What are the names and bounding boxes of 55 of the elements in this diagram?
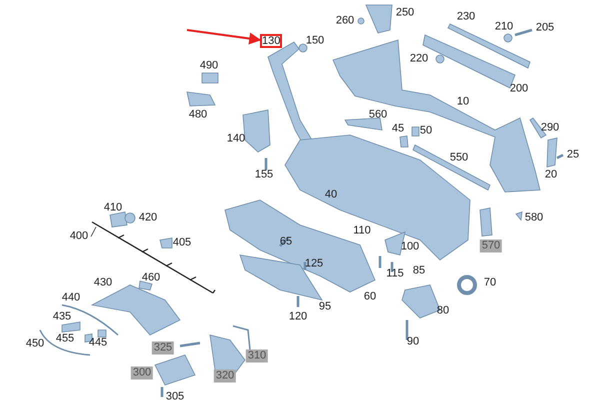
arrow: [186, 29, 262, 44]
callout-number: 70: [484, 278, 496, 288]
callout-number: 120: [288, 312, 308, 322]
callout-number: 210: [494, 22, 514, 32]
callout-number: 490: [200, 60, 218, 72]
callout-number: 60: [364, 292, 376, 302]
highlighted-callout-number: 325: [152, 342, 174, 354]
callout-number: 65: [280, 236, 292, 248]
callout-number: 290: [540, 122, 560, 134]
callout-number: 400: [68, 230, 90, 243]
callout-number: 580: [524, 212, 544, 224]
callout-number: 10: [456, 96, 470, 108]
callout-number: 150: [306, 36, 324, 46]
callout-number: 20: [544, 170, 558, 180]
callout-number: 140: [226, 134, 246, 144]
wiring-harness-drawing: [90, 220, 216, 296]
callout-number: 455: [56, 334, 74, 344]
callout-number: 25: [566, 150, 580, 160]
callout-number: 250: [396, 8, 414, 18]
callout-number: 445: [88, 338, 108, 348]
callout-number: 440: [62, 292, 80, 304]
callout-number: 450: [26, 338, 44, 350]
leader-line: [90, 226, 96, 237]
highlighted-callout-number: 570: [480, 240, 502, 252]
callout-number: 405: [172, 238, 192, 248]
callout-number: 550: [450, 152, 468, 164]
callout-number: 205: [536, 22, 554, 34]
callout-number: 45: [392, 124, 404, 134]
callout-number: 230: [456, 12, 476, 22]
callout-number: 50: [420, 126, 432, 136]
highlighted-callout-number: 320: [214, 370, 236, 382]
callout-number: 115: [386, 268, 404, 280]
callout-number: 200: [510, 84, 528, 94]
callout-number: 40: [324, 190, 338, 200]
callout-number: 155: [254, 170, 274, 180]
callout-number: 420: [138, 212, 158, 224]
callout-number: 430: [94, 278, 112, 288]
callout-number: 305: [166, 392, 184, 402]
highlighted-callout-number: 300: [130, 366, 154, 380]
callout-number: 410: [104, 202, 122, 214]
callout-number: 435: [52, 312, 72, 322]
callout-number: 90: [406, 336, 420, 348]
callout-number: 100: [400, 242, 420, 252]
callout-number: 220: [410, 54, 428, 64]
callout-number: 85: [412, 266, 426, 276]
callout-number: 125: [304, 258, 324, 270]
callout-number: 460: [142, 272, 160, 284]
highlighted-callout-number: 130: [260, 34, 282, 48]
callout-number: 480: [188, 110, 208, 120]
callout-number: 260: [336, 16, 354, 26]
highlighted-callout-number: 310: [246, 350, 268, 362]
callout-number: 560: [368, 110, 388, 120]
callout-number: 95: [318, 302, 332, 312]
callout-number: 80: [436, 306, 450, 316]
callout-number: 110: [353, 226, 371, 236]
